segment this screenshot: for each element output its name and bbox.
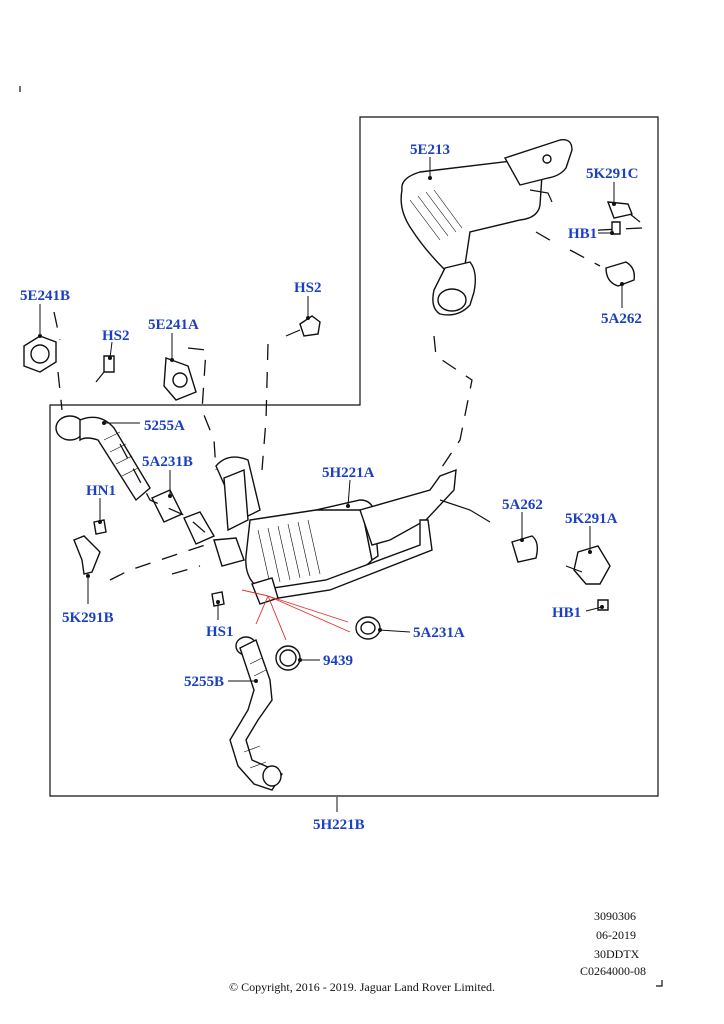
label-5255A: 5255A [144,418,185,434]
gasket-5E241B [23,335,57,373]
label-5E213: 5E213 [410,142,450,158]
clamp-5A231A [355,616,381,640]
label-5K291C: 5K291C [586,166,639,182]
label-5A262-top: 5A262 [601,311,642,327]
label-9439: 9439 [323,653,353,669]
stud-HS2-left [95,355,115,383]
front-pipe-5255B [229,636,284,791]
clamp-5A231B [151,489,215,545]
copyright-notice: © Copyright, 2016 - 2019. Jaguar Land Ro… [228,980,496,994]
stud-HS1 [211,591,225,607]
label-5A231A: 5A231A [413,625,465,641]
label-5H221A: 5H221A [322,465,375,481]
catalytic-converter-5H221A [213,456,491,605]
gasket-5E241A [163,357,197,401]
label-5A262-right: 5A262 [502,497,543,513]
label-5H221B: 5H221B [313,817,365,833]
red-leader-lines [241,589,351,641]
label-HN1: HN1 [86,483,116,499]
stud-HS2-mid [285,315,321,337]
leader-lines [38,157,624,683]
label-5E241B: 5E241B [20,288,70,304]
label-5A231B: 5A231B [142,454,193,470]
label-5K291B: 5K291B [62,610,114,626]
bracket-5K291A [565,545,611,611]
label-5K291A: 5K291A [565,511,618,527]
date-code: 06-2019 [596,928,636,942]
bracket-5K291B [73,519,107,575]
front-pipe-5255A [55,415,151,502]
rear-muffler [400,139,573,316]
ref-number: 3090306 [594,909,636,923]
bracket-5K291C [606,201,641,235]
hanger-5A262-right [511,535,539,563]
hanger-5A262-top [605,261,636,287]
label-5255B: 5255B [184,674,224,690]
label-HS2-mid: HS2 [294,280,322,296]
label-HB1-right: HB1 [552,605,581,621]
corner-mark [656,980,663,987]
label-5E241A: 5E241A [148,317,199,333]
label-HB1-top: HB1 [568,226,597,242]
gasket-9439 [275,645,301,671]
label-HS1: HS1 [206,624,234,640]
label-HS2-left: HS2 [102,328,130,344]
group-frame [49,116,659,797]
engine-code: 30DDTX [594,947,640,961]
illustration-code: C0264000-08 [580,964,646,978]
